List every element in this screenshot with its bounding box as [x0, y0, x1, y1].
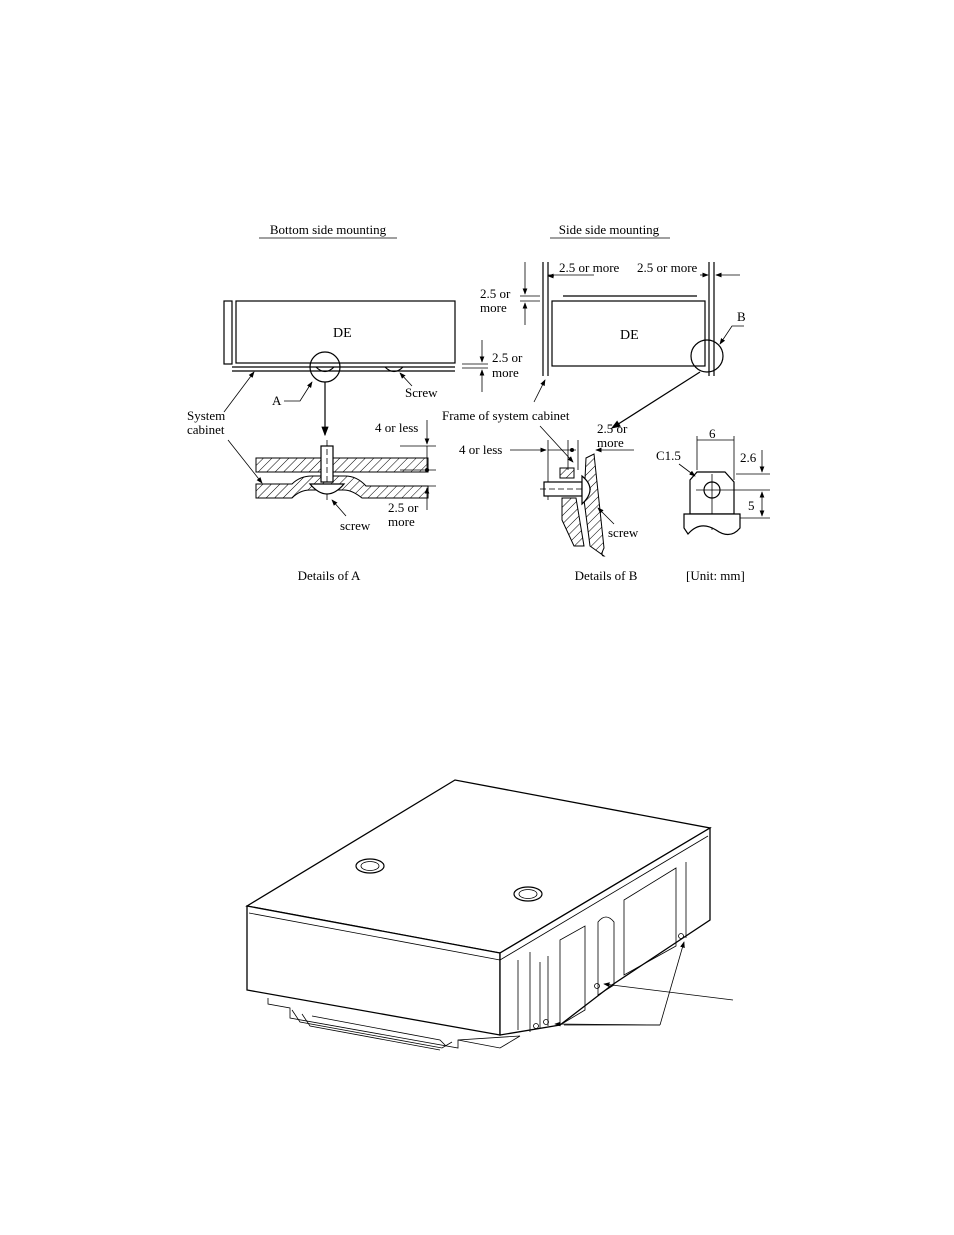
top-hole-2	[513, 886, 543, 902]
dim-side-top-right: 2.5 or more	[637, 260, 698, 275]
de-box-side	[551, 300, 706, 367]
unit-label: [Unit: mm]	[686, 568, 745, 583]
cabinet-side-wall	[223, 300, 233, 365]
side-mount-hole-4	[533, 1023, 539, 1029]
side-mount-hole-2	[678, 933, 684, 939]
screw-head-2	[384, 366, 404, 373]
dim-side-top-left: 2.5 or more	[559, 260, 620, 275]
dim-bottom-gap-1: 2.5 or	[492, 350, 523, 365]
detail-b-drawing: 4 or less 2.5 or more screw	[459, 421, 639, 557]
connector-outline	[291, 1009, 453, 1049]
detail-b-circle	[690, 339, 724, 373]
dim-c15: C1.5	[656, 448, 681, 463]
side-mounting-drawing: DE 2.5 or more 2.5 or more 2.5 or more B…	[442, 260, 746, 463]
dim-a-4-or-less: 4 or less	[375, 420, 418, 435]
detail-b-screw-label: screw	[608, 525, 639, 540]
details-a-caption: Details of A	[298, 568, 361, 583]
system-cabinet-label-1: System	[187, 408, 225, 423]
de-label-bottom: DE	[333, 326, 352, 341]
side-panel-1	[559, 925, 586, 1026]
dim-b-25-1: 2.5 or	[597, 421, 628, 436]
drive-isometric-illustration	[245, 779, 734, 1051]
detail-a-screw-head	[308, 483, 346, 495]
detail-a-screw-label: screw	[340, 518, 371, 533]
title-bottom-mounting: Bottom side mounting	[270, 222, 387, 237]
dim-side-left-2: more	[480, 300, 507, 315]
side-panel-2	[623, 867, 677, 976]
dim-side-left-1: 2.5 or	[480, 286, 511, 301]
bottom-mounting-drawing: DE 2.5 or more Screw A System cabinet	[187, 300, 523, 484]
hole-tab-base	[683, 513, 741, 536]
title-side-mounting: Side side mounting	[559, 222, 660, 237]
dim-b-25-2: more	[597, 435, 624, 450]
side-mount-hole-1	[594, 983, 600, 989]
detail-a-drawing: 4 or less 2.5 or more screw	[255, 420, 436, 533]
screw-head-a	[315, 366, 335, 373]
system-cabinet-label-2: cabinet	[187, 422, 225, 437]
side-mount-hole-3	[543, 1019, 549, 1025]
dim-a-25-1: 2.5 or	[388, 500, 419, 515]
detail-b-frame	[583, 453, 606, 557]
side-slot	[597, 916, 615, 996]
dim-b-4-or-less: 4 or less	[459, 442, 502, 457]
dim-five: 5	[748, 498, 755, 513]
dim-2-6: 2.6	[740, 450, 757, 465]
dim-bottom-gap-2: more	[492, 365, 519, 380]
b-label: B	[737, 309, 746, 324]
de-box-bottom	[235, 300, 456, 364]
dim-a-25-2: more	[388, 514, 415, 529]
leader-line-1	[603, 982, 734, 1001]
screw-label: Screw	[405, 385, 438, 400]
dim-six: 6	[709, 426, 716, 441]
top-hole-1	[355, 858, 385, 874]
de-label-side: DE	[620, 328, 639, 343]
a-label: A	[272, 393, 282, 408]
frame-label: Frame of system cabinet	[442, 408, 570, 423]
details-b-caption: Details of B	[575, 568, 638, 583]
mounting-hole-detail: 6 C1.5 2.6 5	[656, 426, 770, 536]
detail-b-bracket	[561, 497, 585, 547]
detail-b-screw-head	[581, 474, 591, 506]
detail-a-plate-upper	[255, 457, 429, 473]
